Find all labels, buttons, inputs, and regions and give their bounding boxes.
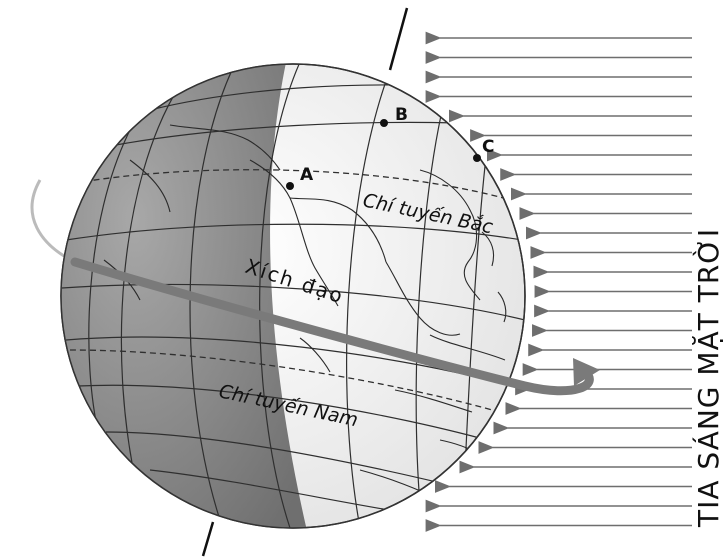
tropic-cancer-line bbox=[63, 169, 525, 206]
earth-axis-top bbox=[388, 7, 409, 71]
point-a: A bbox=[286, 165, 314, 190]
sun-rays-label: TIA SÁNG MẶT TRỜI bbox=[691, 228, 723, 528]
globe bbox=[60, 63, 526, 529]
tropic-capricorn-line bbox=[69, 349, 511, 416]
orbit-arrow-head bbox=[573, 358, 600, 386]
point-b-label: B bbox=[395, 105, 408, 125]
point-c: C bbox=[473, 137, 494, 162]
point-b: B bbox=[380, 105, 408, 127]
point-a-label: A bbox=[300, 165, 314, 185]
sun-rays bbox=[425, 31, 692, 532]
orbit-arrow bbox=[70, 257, 594, 396]
point-c-label: C bbox=[482, 137, 494, 157]
earth-axis-bottom bbox=[201, 521, 215, 557]
